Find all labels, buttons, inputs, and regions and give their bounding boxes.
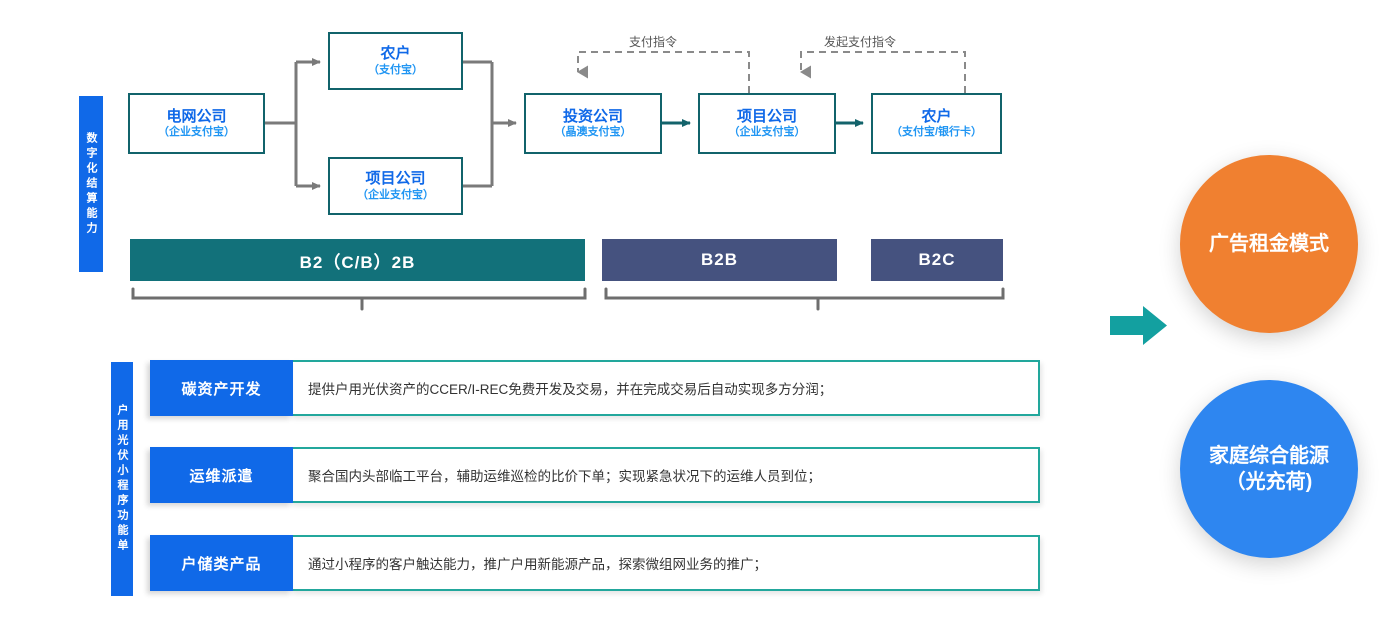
outcome-circle-home-energy[interactable]: 家庭综合能源（光充荷) [1180,380,1358,558]
section-label-miniprogram: 户用光伏小程序功能单 [111,362,133,596]
flow-box-subtitle: （支付宝/银行卡） [890,126,983,139]
dashed-arrow-label-1: 支付指令 [629,35,678,49]
category-bar-b2b: B2B [602,239,837,281]
feature-description: 聚合国内头部临工平台，辅助运维巡检的比价下单；实现紧急状况下的运维人员到位； [290,447,1040,503]
feature-description: 通过小程序的客户触达能力，推广户用新能源产品，探索微组网业务的推广； [290,535,1040,591]
flow-box-subtitle: （企业支付宝） [357,188,434,201]
feature-tag[interactable]: 户储类产品 [150,535,293,591]
flow-box-invest-company[interactable]: 投资公司 （晶澳支付宝） [524,93,662,154]
feature-row: 户储类产品 通过小程序的客户触达能力，推广户用新能源产品，探索微组网业务的推广； [150,535,1040,591]
category-bar-b2-cb-2b: B2（C/B）2B [130,239,585,281]
wire-grid-split [265,58,321,190]
section-label-settlement: 数字化结算能力 [79,96,103,272]
flow-box-subtitle: （支付宝） [368,63,423,76]
outcome-circle-ad-rent-model[interactable]: 广告租金模式 [1180,155,1358,333]
flow-box-project-company-2[interactable]: 项目公司 （企业支付宝） [698,93,836,154]
feature-row: 碳资产开发 提供户用光伏资产的CCER/I-REC免费开发及交易，并在完成交易后… [150,360,1040,416]
flow-box-title: 电网公司 [166,107,227,125]
feature-tag[interactable]: 碳资产开发 [150,360,293,416]
flow-box-subtitle: （企业支付宝） [728,126,806,139]
wire-dashed-payment-instruction-2 [800,51,966,93]
flow-box-grid-company[interactable]: 电网公司 （企业支付宝） [128,93,265,154]
flow-box-title: 农户 [921,107,952,125]
wire-merge-to-invest [463,60,517,188]
feature-tag[interactable]: 运维派遣 [150,447,293,503]
flow-box-farmer-2[interactable]: 农户 （支付宝/银行卡） [871,93,1002,154]
category-bar-b2c: B2C [871,239,1003,281]
wire-dashed-payment-instruction-1 [577,51,750,93]
brace-left [131,287,587,311]
flow-box-project-company-1[interactable]: 项目公司 （企业支付宝） [328,157,463,215]
arrow-right-icon [1110,306,1167,345]
flow-box-subtitle: （晶澳支付宝） [554,126,632,139]
flow-box-title: 项目公司 [365,170,426,188]
feature-description: 提供户用光伏资产的CCER/I-REC免费开发及交易，并在完成交易后自动实现多方… [290,360,1040,416]
feature-row: 运维派遣 聚合国内头部临工平台，辅助运维巡检的比价下单；实现紧急状况下的运维人员… [150,447,1040,503]
flow-box-title: 项目公司 [736,107,797,125]
flow-box-title: 农户 [380,45,411,63]
brace-right [604,287,1005,311]
dashed-arrow-label-2: 发起支付指令 [824,35,897,49]
flow-box-farmer-1[interactable]: 农户 （支付宝） [328,32,463,90]
flow-box-subtitle: （企业支付宝） [158,126,235,139]
flow-box-title: 投资公司 [562,107,623,125]
